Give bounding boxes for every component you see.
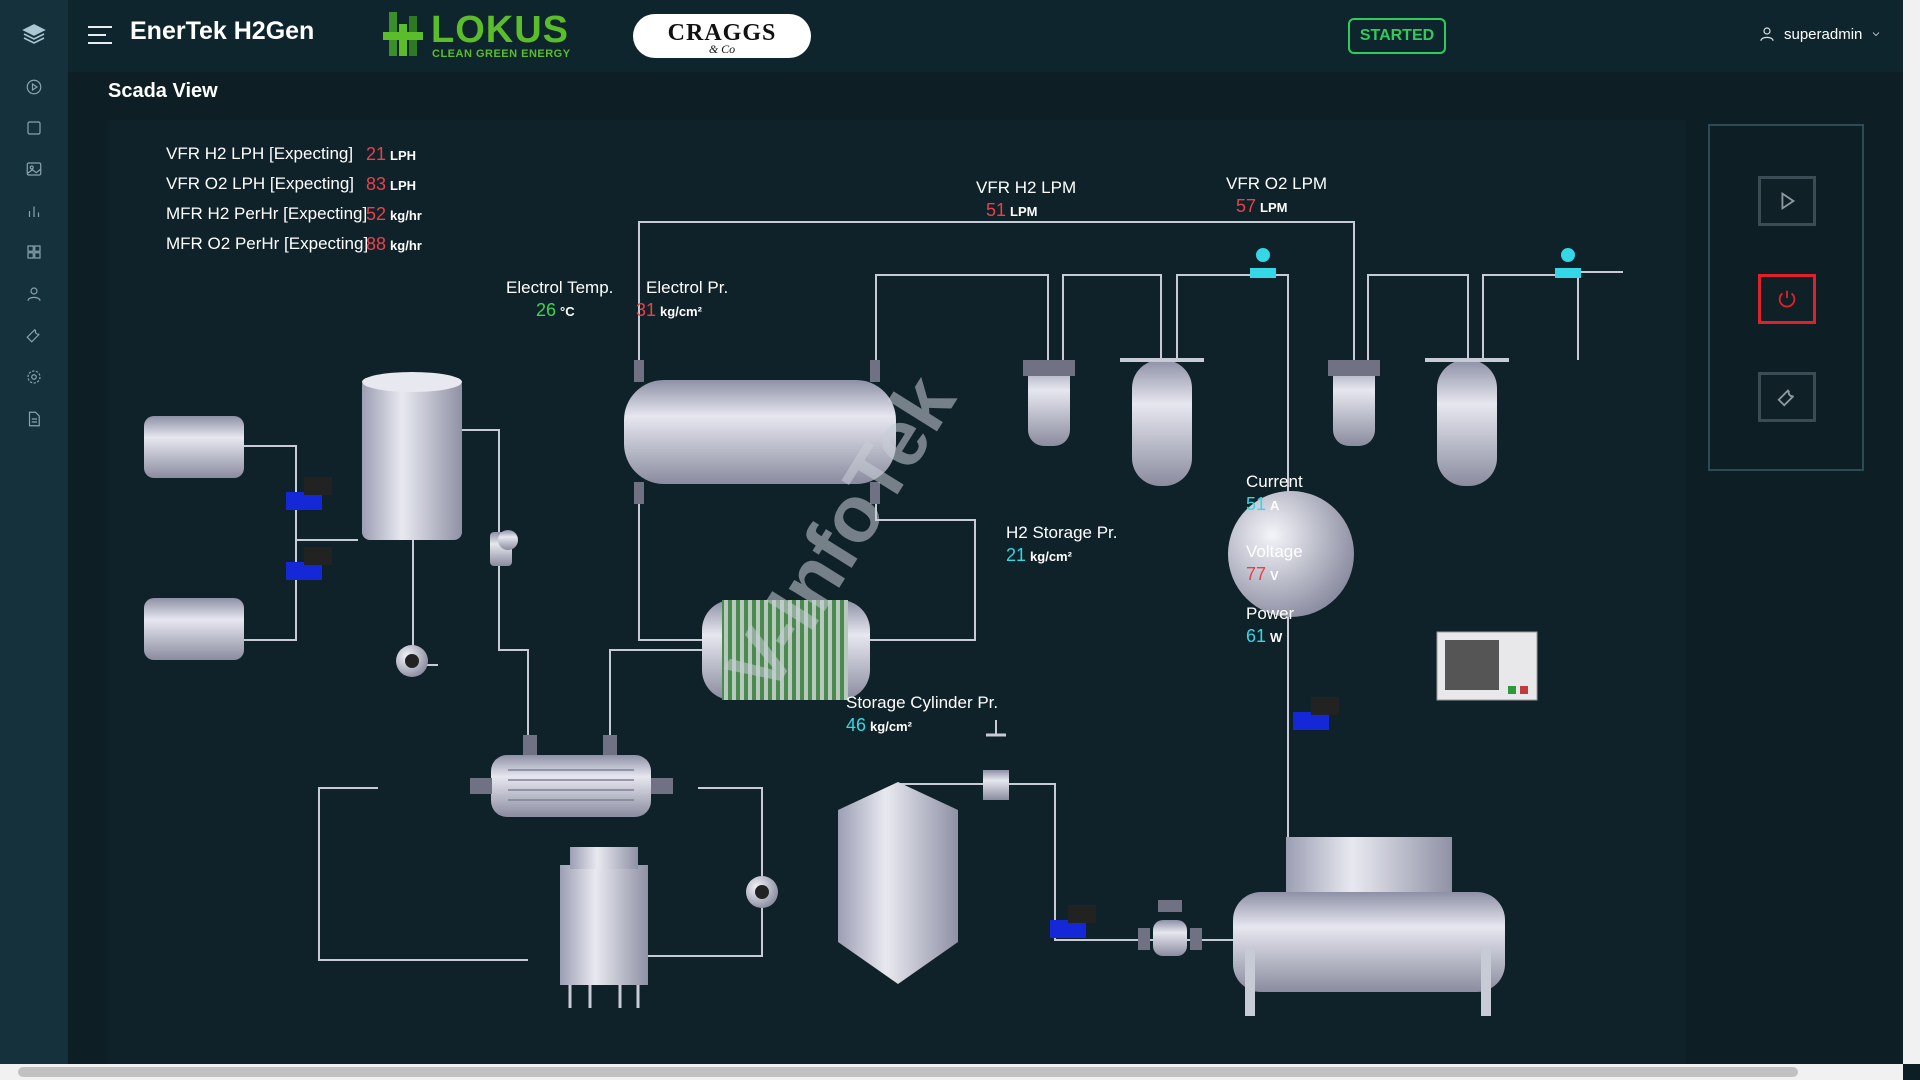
process-diagram (144, 221, 1623, 1016)
craggs-sub: & Co (708, 42, 736, 56)
scrollbar-thumb[interactable] (18, 1067, 1798, 1077)
play-circle-icon[interactable] (22, 75, 46, 99)
bar-chart-icon[interactable] (22, 199, 46, 223)
start-button[interactable] (1758, 176, 1816, 226)
current-label: Current (1246, 472, 1303, 491)
stop-button[interactable] (1758, 274, 1816, 324)
craggs-logo: CRAGGS & Co (633, 14, 811, 58)
app-title: EnerTek H2Gen (130, 17, 315, 45)
mfr-o2-label: MFR O2 PerHr [Expecting] (166, 234, 369, 253)
voltage-label: Voltage (1246, 542, 1303, 561)
layers-icon[interactable] (22, 22, 46, 46)
lokus-logo: LOKUS CLEAN GREEN ENERGY (383, 10, 570, 62)
image-icon[interactable] (22, 157, 46, 181)
power-icon (1778, 290, 1796, 308)
vfr-o2-lpm-label: VFR O2 LPM (1226, 174, 1328, 193)
page-title: Scada View (108, 80, 218, 102)
status-badge: STARTED (1348, 18, 1446, 54)
vfr-o2-lph-label: VFR O2 LPH [Expecting] (166, 174, 355, 193)
craggs-name: CRAGGS (667, 20, 777, 46)
menu-icon[interactable] (88, 26, 112, 44)
storage-cylinder-pr-label: Storage Cylinder Pr. (846, 693, 999, 712)
wrench-icon (1777, 389, 1795, 407)
vfr-h2-lph-label: VFR H2 LPH [Expecting] (166, 144, 354, 163)
power-label: Power (1246, 604, 1295, 623)
user-name: superadmin (1784, 25, 1863, 43)
wrench-icon[interactable] (22, 323, 46, 347)
user-menu[interactable]: superadmin (1758, 25, 1882, 43)
grid-icon[interactable] (22, 240, 46, 264)
user-icon[interactable] (22, 282, 46, 306)
sidebar (0, 0, 68, 1064)
top-bar (68, 0, 1903, 72)
lokus-logo-mark (383, 12, 423, 56)
mfr-h2-label: MFR H2 PerHr [Expecting] (166, 204, 368, 223)
lokus-tagline: CLEAN GREEN ENERGY (432, 48, 571, 60)
vfr-h2-lpm-label: VFR H2 LPM (976, 178, 1077, 197)
document-icon[interactable] (22, 407, 46, 431)
gear-icon[interactable] (22, 365, 46, 389)
horizontal-scrollbar[interactable] (0, 1064, 1903, 1080)
maintenance-button[interactable] (1758, 372, 1816, 422)
lokus-name: LOKUS (431, 9, 569, 51)
play-icon (1781, 191, 1796, 211)
control-panel (1708, 124, 1864, 471)
square-icon[interactable] (22, 116, 46, 140)
electrol-temp-value: 26°C (536, 300, 575, 320)
user-icon (1760, 27, 1774, 41)
h2-storage-pr-label: H2 Storage Pr. (1006, 523, 1118, 542)
electrol-pr-label: Electrol Pr. (646, 278, 729, 297)
electrol-temp-label: Electrol Temp. (506, 278, 614, 297)
vertical-scrollbar[interactable] (1903, 0, 1920, 1064)
chevron-down-icon (1873, 32, 1880, 37)
